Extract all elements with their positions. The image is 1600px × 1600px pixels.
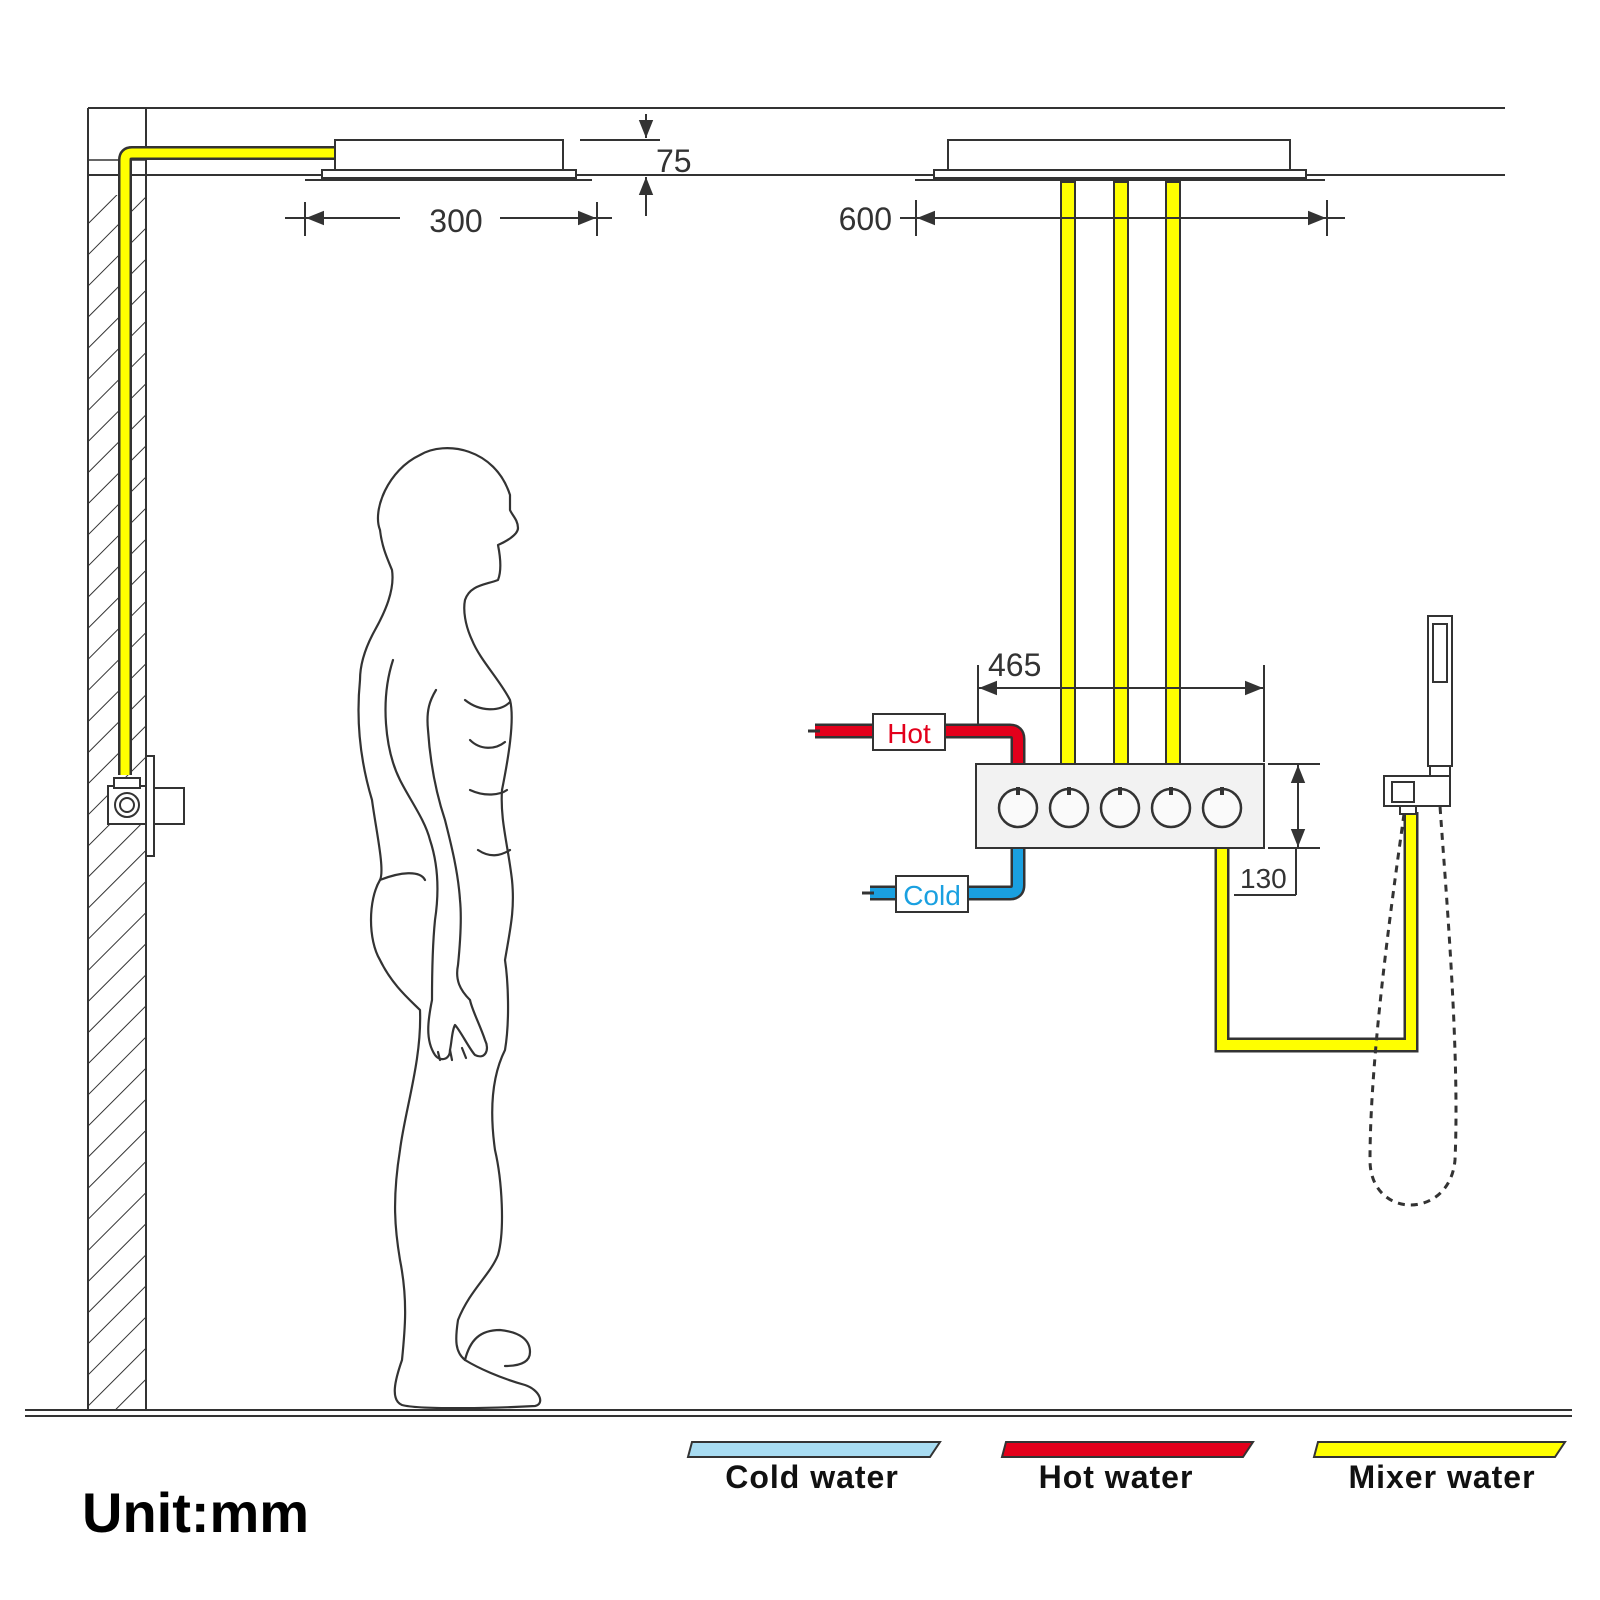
valve-handle [1150,787,1192,829]
legend-swatch-mixer [1312,1441,1567,1458]
valve-handle [1099,787,1141,829]
legend-label-hot: Hot water [1039,1459,1194,1495]
dimension-large-head-width [900,200,1345,236]
shower-hose [1368,805,1458,1207]
cold-label-tag: Cold [895,875,969,913]
wall-valve [107,755,185,857]
legend-label-mixer: Mixer water [1348,1459,1535,1495]
dimension-label-130: 130 [1240,863,1287,894]
floor [25,1409,1572,1417]
hot-label: Hot [887,718,931,749]
unit-label: Unit:mm [82,1481,309,1544]
valve-handle [1201,787,1243,829]
small-shower-head [305,139,592,181]
dimension-label-75: 75 [656,143,692,179]
legend-item-mixer-water: Mixer water [1312,1441,1567,1495]
hot-pipe [808,723,1026,764]
legend-item-cold-water: Cold water [686,1441,942,1495]
wall [87,108,147,1410]
valve-handle [1048,787,1090,829]
mixer-pipe-to-hand-shower [1214,812,1419,1053]
dimension-valve-height [1234,763,1320,896]
legend-swatch-cold [686,1441,942,1458]
dimension-label-300: 300 [429,203,482,239]
legend: Cold water Hot water Mixer water [686,1441,1567,1495]
valve-handle [997,787,1039,829]
cold-pipe [862,848,1026,901]
dimension-label-600: 600 [839,201,892,237]
wall-mixer-pipe [118,146,335,775]
hot-label-tag: Hot [872,713,946,751]
dimension-small-head-width [285,202,612,236]
mixer-pipes-to-large-head [1060,181,1181,765]
legend-swatch-hot [1000,1441,1255,1458]
dimension-label-465: 465 [988,647,1041,683]
ceiling [88,107,1505,176]
dimension-valve-width [977,665,1265,762]
dimension-ceiling-drop [580,114,660,216]
large-shower-head [915,139,1325,181]
human-figure [357,447,542,1410]
cold-label: Cold [903,880,961,911]
hand-shower [1383,615,1453,815]
legend-label-cold: Cold water [725,1459,899,1495]
thermostatic-valve-panel [975,763,1265,849]
legend-item-hot-water: Hot water [1000,1441,1255,1495]
